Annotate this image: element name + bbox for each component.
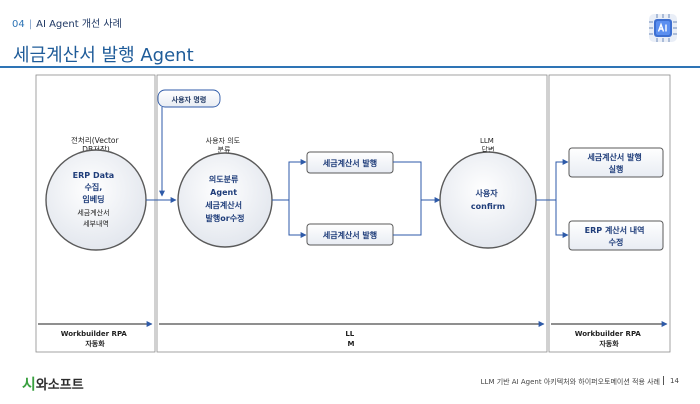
confirm-circle bbox=[439, 151, 537, 249]
preprocess-caption: 전처리(Vector DB저장) bbox=[71, 135, 121, 154]
title-divider bbox=[0, 66, 700, 68]
preprocess-circle-text: ERP Data 수집, 임베딩 세금계산서 세부내역 bbox=[73, 163, 120, 228]
section-separator: | bbox=[28, 19, 33, 30]
arrow-confirm-exec-top bbox=[536, 159, 569, 201]
bottom-label-left: Workbuilder RPA 자동화 bbox=[61, 330, 130, 348]
section-name: AI Agent 개선 사례 bbox=[36, 19, 122, 30]
arrow-issue-bottom-confirm bbox=[393, 200, 422, 236]
section-number: 04 bbox=[12, 19, 25, 30]
exec-box-top bbox=[568, 147, 664, 178]
bottom-label-middle: LL M bbox=[345, 330, 356, 348]
exec-box-top-label: 세금계산서 발행 실행 bbox=[587, 152, 644, 174]
llm-caption: LLM 답변 bbox=[480, 137, 496, 154]
exec-box-bottom-label: ERP 계산서 내역 수정 bbox=[585, 225, 648, 247]
issue-box-bottom-label: 세금계산서 발행 bbox=[323, 230, 377, 240]
arrow-issue-top-confirm bbox=[393, 161, 422, 200]
company-name: 와소프트 bbox=[35, 378, 84, 393]
issue-box-top-label: 세금계산서 발행 bbox=[323, 158, 377, 168]
company-logo: 시와소프트 bbox=[22, 373, 84, 394]
company-mark: 시 bbox=[22, 375, 36, 393]
intent-circle bbox=[177, 152, 273, 248]
footer-divider bbox=[663, 376, 664, 385]
confirm-circle-text: 사용자 confirm bbox=[471, 188, 505, 211]
section-header: 04|AI Agent 개선 사례 bbox=[12, 15, 122, 30]
page-number: 14 bbox=[670, 377, 679, 385]
bottom-label-right: Workbuilder RPA 자동화 bbox=[575, 330, 644, 348]
arrow-intent-issue-top bbox=[272, 159, 307, 201]
intent-caption: 사용자 의도 분류 bbox=[206, 136, 243, 154]
footer-description: LLM 기반 AI Agent 아키텍처와 하이퍼오토메이션 적용 사례 bbox=[480, 378, 660, 386]
panel-execute bbox=[548, 74, 671, 353]
arrow-confirm-exec-bottom bbox=[555, 200, 569, 238]
page-title: 세금계산서 발행 Agent bbox=[13, 45, 194, 66]
arrow-intent-issue-bottom bbox=[288, 200, 307, 238]
trigger-box bbox=[157, 89, 221, 108]
trigger-label: 사용자 명령 bbox=[172, 95, 207, 104]
exec-box-bottom bbox=[568, 220, 664, 251]
intent-circle-text: 의도분류 Agent 세금계산서 발행or수정 bbox=[205, 174, 245, 223]
ai-chip-icon bbox=[649, 14, 677, 42]
